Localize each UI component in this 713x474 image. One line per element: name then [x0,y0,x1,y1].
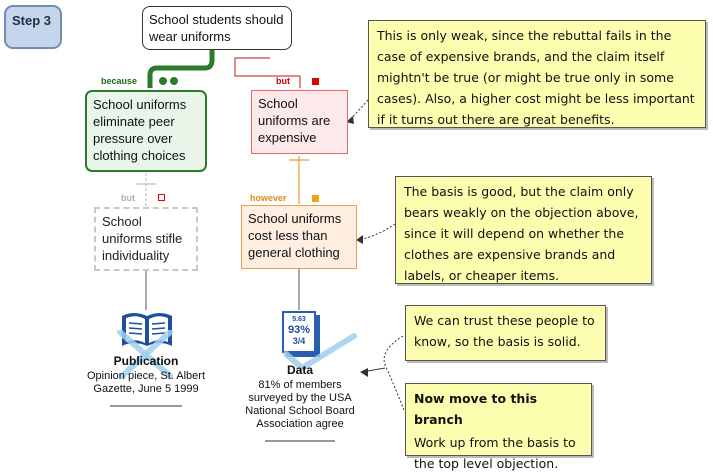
note-next-branch-title: Now move to this branch [414,391,538,427]
reason-dots-icon [159,77,178,85]
objection-box-left[interactable]: School uniforms stifle individuality [94,207,198,271]
note-trust[interactable]: We can trust these people to know, so th… [405,305,606,361]
cross-mark-icon [117,330,173,379]
note-next-branch[interactable]: Now move to this branch Work up from the… [405,383,592,471]
data-icon-number-2: 93% [287,324,311,336]
data-label: Data [286,363,313,377]
note-basis-good[interactable]: The basis is good, but the claim only be… [395,176,652,284]
data-caption: Data 81% of members surveyed by the USA … [238,364,362,431]
but-tag-right: but [276,76,290,86]
however-tag: however [250,193,287,203]
data-detail: 81% of members surveyed by the USA Natio… [245,379,355,430]
objection-box-right[interactable]: School uniforms are expensive [251,90,348,154]
data-icon-number-1: 5.63 [292,316,306,323]
objection-empty-marker-icon [158,194,165,201]
data-document-icon: 5.63 93% 3/4 [282,311,322,359]
reason-box[interactable]: School uniforms eliminate peer pressure … [85,90,207,172]
data-icon-number-3: 3/4 [292,336,306,346]
step-badge[interactable]: Step 3 [4,5,62,49]
objection-marker-icon [312,78,319,85]
because-tag: because [101,76,138,86]
but-tag-left: but [121,193,135,203]
rebuttal-marker-icon [312,195,319,202]
rebuttal-box[interactable]: School uniforms cost less than general c… [241,205,357,269]
publication-detail: Opinion piece, St. Albert Gazette, June … [86,370,205,395]
note-weak-rebuttal[interactable]: This is only weak, since the rebuttal fa… [368,20,706,128]
claim-box[interactable]: School students should wear uniforms [142,6,292,50]
note-next-branch-body: Work up from the basis to the top level … [414,435,576,471]
publication-label: Publication [113,354,179,368]
check-mark-icon [283,333,357,371]
publication-caption: Publication Opinion piece, St. Albert Ga… [70,355,222,396]
